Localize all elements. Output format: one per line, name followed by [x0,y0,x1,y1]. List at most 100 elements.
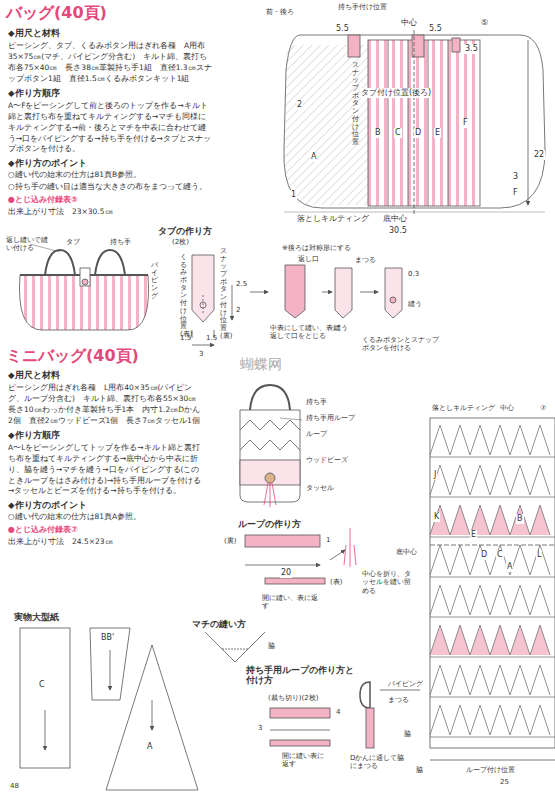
vertical-label: スナップボタン付け位置(裏) [220,248,227,340]
body-text: A〜Lをピーシングしてトップを作る→キルト綿と裏打ち布を重ねてキルティングする→… [8,443,203,497]
part-label: (表) [330,578,342,586]
part-label: ループ [306,430,327,438]
dimension-label: 3 [512,172,519,182]
part-label: 縫う [334,324,348,332]
part-label: 返し口 [298,255,319,263]
dimension-label: 落としキルティング [296,214,370,224]
section-heading: マチの縫い方 [192,619,246,629]
note-text: ●とじ込み付録表⑦ [8,525,78,535]
part-label: 返し縫いで縫い付ける [6,236,54,253]
section-heading: ◆作り方のポイント [8,158,87,168]
watermark: 蝴蝶网 [240,356,282,373]
part-label: 底中心 [396,548,417,556]
note-text: ●とじ込み付録表⑤ [8,195,78,205]
body-text: ○縫い代の始末の仕方は81頁B参照。 [8,170,213,181]
part-label: ループ付け位置 [466,766,515,774]
dimension-label: B [374,128,382,138]
part-label: 落としキルティング [432,404,495,412]
dimension-label: BB' [100,633,115,643]
dimension-label: C [38,680,46,690]
body-text: ○持ち手の縫い目は適当な大きさの布をまつって縫う。 [8,182,213,193]
part-label: 前・後ろ [266,8,294,16]
body-text: ピーシング用はぎれ各種 L用布40×35㎝(パイピング、ループ分含む) キルト綿… [8,383,203,427]
part-label: 持ち手 [306,398,327,406]
section-heading: タブの作り方 [158,226,212,236]
dimension-label: J [433,470,437,480]
body-text: ピーシング、タブ、くるみボタン用はぎれ各種 A用布35×75㎝(マチ、パイピング… [8,41,213,85]
section-heading: ◆作り方順序 [8,430,60,440]
body-text: A〜Fをピーシングして前と後ろのトップを作る→キルト綿と裏打ち布を重ねてキルティ… [8,101,213,155]
section-heading: 実物大型紙 [14,612,59,622]
dimension-label: 底中心 [382,214,408,224]
part-label: 脇 [416,766,423,774]
dimension-label: B [516,514,524,524]
part-label: 1 [326,536,330,544]
part-label: 中表にして縫い、表に返して口をとじる [270,324,342,341]
vertical-label: くるみボタン付け位置(表) [180,254,187,339]
dimension-label: 3.5 [464,44,479,54]
part-label: 2 [236,306,240,314]
part-label: ※後ろは対称形にする [282,244,351,252]
part-label: 48 [10,782,19,790]
part-label: まつる [388,696,409,704]
dimension-label: A [310,152,317,162]
dimension-label: F [512,188,519,198]
part-label: タブ [66,238,80,246]
dimension-label: L [536,550,542,560]
part-label: 1.5 [180,334,191,342]
part-label: 持ち手用ループ [306,414,355,422]
part-label: 中心 [500,404,514,412]
section-title: ミニバッグ(40頁) [6,346,139,365]
dimension-label: 20 [280,568,292,578]
part-label: 中心を折り、タッセルを縫い留める [362,570,414,595]
dimension-label: D [414,128,422,138]
section-heading: ◆作り方のポイント [8,500,87,510]
part-label: (2枚) [172,238,189,246]
dimension-label: ⑤ [480,18,489,28]
part-label: ウッドビーズ [306,456,348,464]
dimension-label: 1 [290,190,297,200]
part-label: 2.5 [236,280,247,288]
section-heading: ループの作り方 [238,519,301,529]
part-label: 持ち手付け位置 [338,3,387,11]
dimension-label: タブ付け位置(後ろ) [360,88,432,98]
part-label: くるみボタンとスナップボタンを付ける [362,336,442,353]
part-label: (裏) [224,537,236,545]
dimension-label: 30.5 [388,226,408,236]
dimension-label: A [146,742,153,752]
part-label: パイピング [388,680,423,688]
part-label: ⑦ [540,404,546,412]
dimension-label: E [434,128,441,138]
vertical-label: スナップボタン付け位置 [352,62,359,147]
dimension-label: E [470,530,477,540]
dimension-label: C [496,550,504,560]
part-label: 持ち手 [110,238,131,246]
dimension-label: 中心 [400,18,418,28]
body-text: 出来上がり寸法 24.5×23㎝ [8,537,113,548]
dimension-label: A [506,562,513,572]
part-label: Dかんに通して脇にまつる [350,754,410,771]
section-title: バッグ(40頁) [6,3,107,22]
part-label: 3 [199,350,203,358]
dimension-label: D [480,550,488,560]
section-heading: 持ち手用ループの作り方と付け方 [246,665,356,685]
part-label: 開に縫い表に返す [282,752,326,769]
part-label: (裁ち切り)(2枚) [268,694,318,702]
part-label: 脇 [404,730,411,738]
dimension-label: 2 [296,100,303,110]
vertical-label: パイピング [151,262,158,300]
body-text: 出来上がり寸法 23×30.5㎝ [8,207,113,218]
body-text: ○縫い代の始末の仕方は81頁A参照。 [8,512,203,523]
dimension-label: 5.5 [428,24,443,34]
dimension-label: 22 [533,150,545,160]
part-label: 1.5 [206,334,217,342]
part-label: 25 [500,778,509,786]
part-label: まつる [355,256,376,264]
part-label: タッセル [306,484,334,492]
part-label: 3 [258,724,262,732]
dimension-label: K [433,512,440,522]
section-heading: ◆用尺と材料 [8,370,60,380]
section-heading: ◆作り方順序 [8,88,60,98]
part-label: 縫う [408,300,422,308]
